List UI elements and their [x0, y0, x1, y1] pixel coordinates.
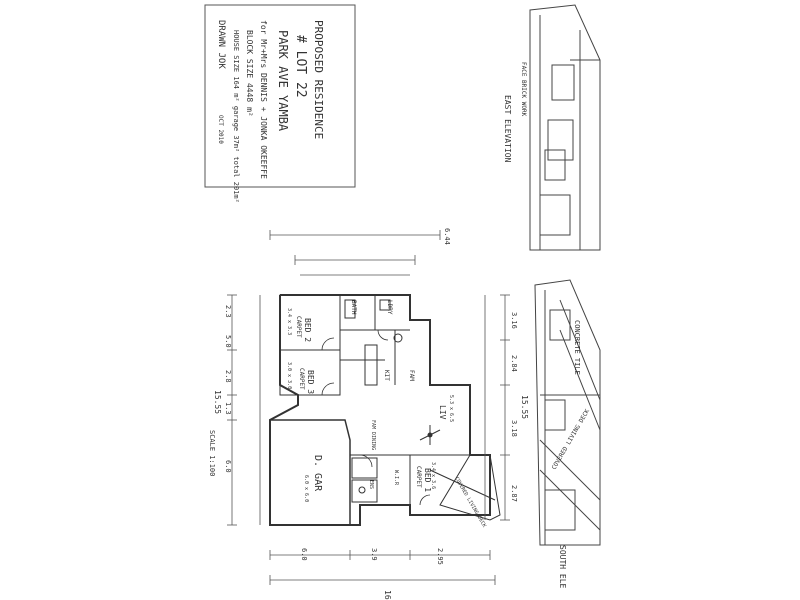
title-date: OCT 2010: [217, 115, 224, 144]
title-line-7: DRAWN JOK: [216, 20, 226, 69]
dimension-lines: [227, 230, 510, 585]
title-block: PROPOSED RESIDENCE # LOT 22 PARK AVE YAM…: [204, 4, 356, 203]
dim-left-a: 2.3: [224, 305, 232, 318]
dim-gar: 6.0 x 6.0: [303, 475, 309, 502]
dim-left-c: 2.8: [224, 370, 232, 383]
dim-liv: 5.3 x 6.5: [448, 395, 454, 422]
dim-bed2: 3.4 x 3.3: [286, 308, 292, 335]
dim-overall-width-right: 15.55: [520, 395, 529, 419]
title-line-2: # LOT 22: [293, 35, 308, 98]
north-arrow-icon: [419, 425, 441, 445]
south-elevation-label: SOUTH ELE: [558, 545, 567, 589]
room-bed1: BED 1: [423, 468, 432, 492]
room-bed1-finish: CARPET: [415, 466, 422, 488]
dim-left-b: 5.0: [224, 335, 232, 348]
room-fam: FAM: [408, 370, 415, 381]
dim-overall-depth: 16.63: [383, 590, 392, 600]
title-line-5: BLOCK SIZE 4448 m²: [245, 30, 254, 117]
dim-right-c: 3.18: [510, 420, 518, 437]
dim-right-b: 2.84: [510, 355, 518, 372]
floor-plan: [269, 294, 501, 526]
dim-bottom-b: 3.9: [370, 548, 378, 561]
east-elevation-label: EAST ELEVATION: [503, 95, 512, 163]
dim-left-e: 6.0: [224, 460, 232, 473]
room-liv: LIV: [438, 405, 447, 420]
dim-right-a: 3.16: [510, 312, 518, 329]
room-ens: ENS: [368, 480, 374, 489]
room-d-gar: D. GAR: [312, 455, 323, 492]
room-bath: BATH: [350, 300, 357, 315]
south-elevation: [534, 279, 601, 546]
door-swing-icon: [321, 337, 335, 351]
dim-left-d: 1.3: [224, 402, 232, 415]
title-line-6: HOUSE SIZE 164 m² garage 37m² total 201m…: [232, 30, 240, 203]
dim-bottom-c: 2.95: [436, 548, 444, 565]
room-bed3-finish: CARPET: [298, 368, 305, 390]
face-brick-label: FACE BRICK WORK: [520, 62, 527, 117]
dim-bottom-a: 6.0: [300, 548, 308, 561]
room-ldry: LDRY: [386, 300, 393, 315]
dim-overall-width-left: 15.55: [213, 390, 222, 414]
dim-bed1: 3.4 x 3.6: [430, 462, 436, 489]
title-line-4: for Mr+Mrs DENNIS + JONKA OKEEFFE: [259, 20, 268, 179]
scale-label: SCALE 1:100: [208, 430, 216, 476]
room-wir: W.I.R: [393, 470, 399, 486]
title-line-1: PROPOSED RESIDENCE: [312, 20, 325, 139]
concrete-tile-label: CONCRETE TILE: [573, 320, 581, 375]
room-bed3: BED 3: [306, 370, 315, 394]
title-line-3: PARK AVE YAMBA: [276, 30, 290, 132]
room-kit: KIT: [383, 370, 390, 381]
east-elevation: [529, 4, 601, 251]
dim-bed3: 3.0 x 3.0: [286, 362, 292, 389]
dim-top-total: 6.44: [443, 228, 451, 245]
dim-right-d: 2.87: [510, 485, 518, 502]
room-bed2: BED 2: [303, 318, 312, 342]
room-fam-dining: FAM DINING: [370, 420, 376, 450]
room-bed2-finish: CARPET: [295, 316, 302, 338]
